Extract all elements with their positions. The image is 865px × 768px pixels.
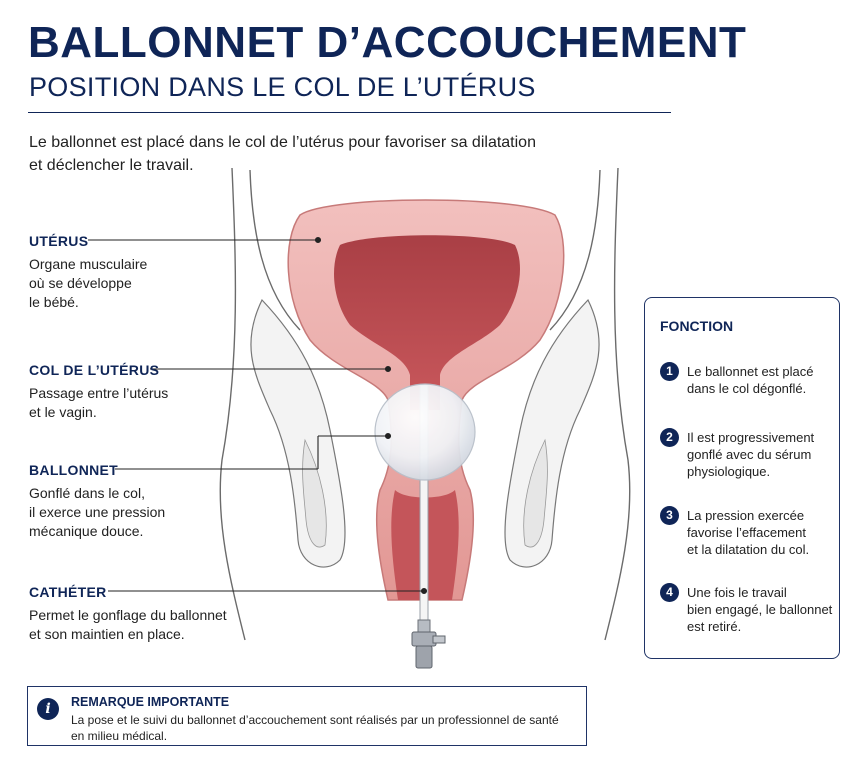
label-balloon-text: Gonflé dans le col, il exerce une pressi… bbox=[29, 485, 166, 539]
label-cervix-title: COL DE L’UTÉRUS bbox=[29, 362, 160, 378]
step-number: 2 bbox=[660, 428, 679, 447]
step-text: Le ballonnet est placé dans le col dégon… bbox=[687, 364, 814, 396]
step-text: Une fois le travail bien engagé, le ball… bbox=[687, 585, 833, 634]
anatomy-illustration bbox=[88, 167, 631, 669]
label-cervix-text: Passage entre l’utérus et le vagin. bbox=[29, 385, 169, 420]
leader-lines bbox=[88, 236, 428, 595]
page-subtitle: POSITION DANS LE COL DE L’UTÉRUS bbox=[29, 72, 536, 102]
fonction-title: FONCTION bbox=[660, 318, 734, 334]
balloon-shape bbox=[374, 383, 476, 481]
label-catheter: CATHÉTER Permet le gonflage du ballonnet… bbox=[29, 584, 239, 644]
label-catheter-text: Permet le gonflage du ballonnet et son m… bbox=[29, 607, 227, 642]
label-uterus-text: Organe musculaire où se développe le béb… bbox=[29, 256, 148, 310]
note-title: REMARQUE IMPORTANTE bbox=[71, 695, 230, 709]
important-note: i REMARQUE IMPORTANTE La pose et le suiv… bbox=[27, 686, 587, 746]
page-title: BALLONNET D’ACCOUCHEMENT bbox=[28, 18, 747, 67]
step-number: 3 bbox=[660, 506, 679, 525]
step-number: 1 bbox=[660, 362, 679, 381]
info-icon: i bbox=[37, 698, 59, 720]
label-uterus: UTÉRUS Organe musculaire où se développe… bbox=[29, 233, 239, 312]
label-balloon-title: BALLONNET bbox=[29, 462, 119, 478]
pelvic-bone-left bbox=[250, 298, 346, 568]
title-divider bbox=[28, 112, 671, 113]
step-number: 4 bbox=[660, 583, 679, 602]
step-text: La pression exercée favorise l’effacemen… bbox=[687, 508, 810, 557]
note-text: La pose et le suivi du ballonnet d’accou… bbox=[71, 713, 559, 743]
intro-text: Le ballonnet est placé dans le col de l’… bbox=[29, 134, 536, 174]
pelvic-bone-right bbox=[504, 298, 600, 568]
catheter-valve bbox=[411, 619, 446, 669]
uterine-cavity bbox=[334, 235, 520, 410]
step-text: Il est progressivement gonflé avec du sé… bbox=[687, 430, 815, 479]
label-catheter-title: CATHÉTER bbox=[29, 584, 107, 600]
fonction-panel: FONCTION 1 Le ballonnet est placé dans l… bbox=[644, 297, 840, 659]
label-cervix: COL DE L’UTÉRUS Passage entre l’utérus e… bbox=[29, 362, 239, 422]
label-balloon: BALLONNET Gonflé dans le col, il exerce … bbox=[29, 462, 239, 541]
body-outline bbox=[219, 167, 631, 641]
label-uterus-title: UTÉRUS bbox=[29, 233, 89, 249]
